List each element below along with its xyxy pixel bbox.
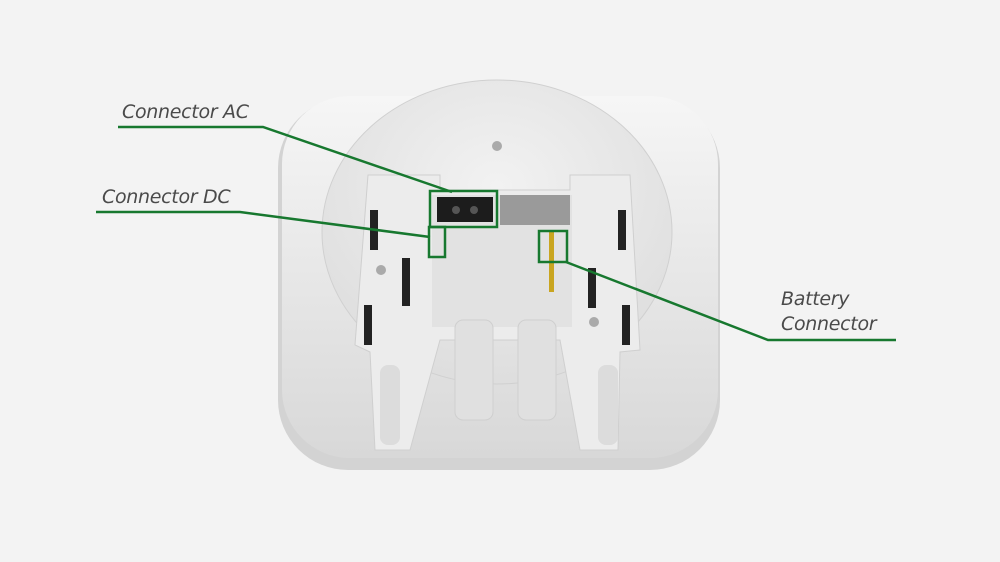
device-body	[278, 79, 720, 470]
battery-label-line2: Connector	[781, 313, 877, 335]
connector-dc-box	[427, 225, 447, 259]
connector-dc-label: Connector DC	[102, 186, 231, 208]
battery-connector-box	[537, 229, 569, 264]
callout-lines	[96, 125, 896, 342]
battery-connector-label: Battery Connector	[781, 287, 877, 337]
battery-label-line1: Battery	[781, 288, 850, 310]
connector-ac-label: Connector AC	[122, 101, 249, 123]
battery-connector-leader	[565, 260, 896, 342]
connector-ac-leader	[118, 125, 453, 194]
connector-ac-box	[428, 189, 499, 229]
connector-dc-leader	[96, 210, 431, 239]
